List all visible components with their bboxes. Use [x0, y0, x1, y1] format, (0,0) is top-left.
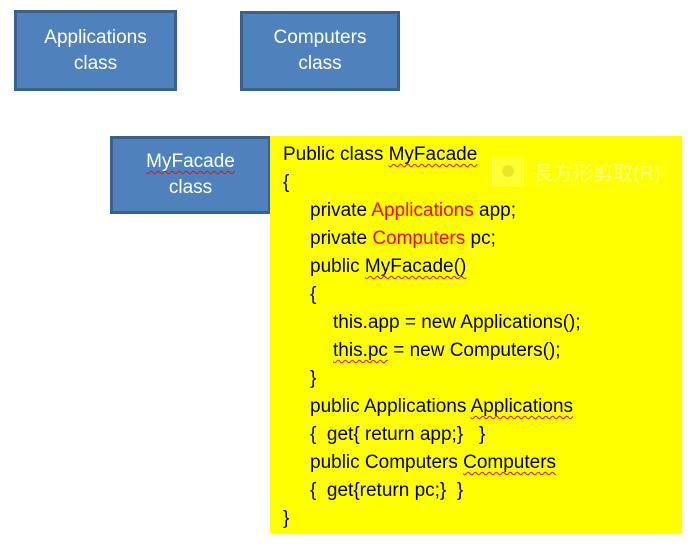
- code-segment: }: [310, 368, 317, 389]
- code-line: {: [283, 169, 682, 197]
- code-segment: private: [310, 228, 373, 249]
- applications-class-label-line1: Applications: [44, 26, 147, 48]
- ghost-bullet: [492, 156, 524, 186]
- applications-class-label-line2: class: [73, 52, 118, 74]
- applications-class-box: Applications class: [14, 10, 177, 91]
- code-segment: {: [283, 172, 290, 193]
- code-segment: = new Computers();: [387, 340, 561, 361]
- code-segment: Computers: [463, 452, 557, 473]
- code-segment: }: [283, 508, 290, 529]
- code-segment: Computers: [372, 228, 466, 249]
- code-line: public Computers Computers: [283, 449, 682, 477]
- code-lines: Public class MyFacade { private Applicatio…: [283, 141, 682, 533]
- code-segment: {: [310, 284, 317, 305]
- code-segment: public Applications: [310, 396, 471, 417]
- code-segment: MyFacade: [388, 144, 478, 165]
- code-line: private Computers pc;: [283, 225, 682, 253]
- ghost-snip-menu-item: 長方形剪取(R): [492, 156, 661, 186]
- computers-class-label-line1: Computers: [273, 27, 367, 48]
- code-line: private Applications app;: [283, 197, 682, 225]
- ghost-menu-label: 長方形剪取(R): [533, 162, 661, 185]
- myfacade-class-label-line2: class: [168, 177, 213, 198]
- code-line: public Applications Applications: [283, 393, 682, 421]
- myfacade-class-label-line1: MyFacade: [146, 151, 235, 172]
- code-line: { get{ return app;} }: [283, 421, 682, 449]
- code-segment: this.app = new Applications();: [333, 312, 581, 333]
- code-segment: this.pc: [333, 340, 388, 361]
- code-line: { get{return pc;} }: [283, 477, 682, 505]
- code-line: }: [283, 365, 682, 393]
- code-segment: public: [310, 256, 365, 277]
- code-segment: Applications: [371, 200, 474, 221]
- circle-icon: [502, 165, 514, 177]
- code-line: Public class MyFacade: [283, 141, 682, 169]
- code-segment: public Computers: [310, 452, 464, 473]
- computers-class-label-line2: class: [298, 53, 342, 74]
- code-line: {: [283, 281, 682, 309]
- code-segment: pc;: [465, 228, 496, 249]
- code-line: this.app = new Applications();: [283, 309, 682, 337]
- code-line: this.pc = new Computers();: [283, 337, 682, 365]
- computers-class-box: Computers class: [240, 11, 400, 91]
- code-segment: { get{ return app;} }: [310, 424, 486, 445]
- code-segment: Applications: [470, 396, 574, 417]
- code-segment: private: [310, 200, 372, 221]
- code-line: }: [283, 505, 682, 533]
- code-segment: Public class: [283, 144, 389, 165]
- myfacade-class-box: MyFacade class: [110, 136, 271, 214]
- myfacade-code-block: Public class MyFacade { private Applicatio…: [270, 136, 682, 533]
- code-segment: MyFacade(): [364, 256, 467, 277]
- code-line: public MyFacade(): [283, 253, 682, 281]
- code-segment: app;: [473, 200, 516, 221]
- code-segment: { get{return pc;} }: [310, 480, 464, 501]
